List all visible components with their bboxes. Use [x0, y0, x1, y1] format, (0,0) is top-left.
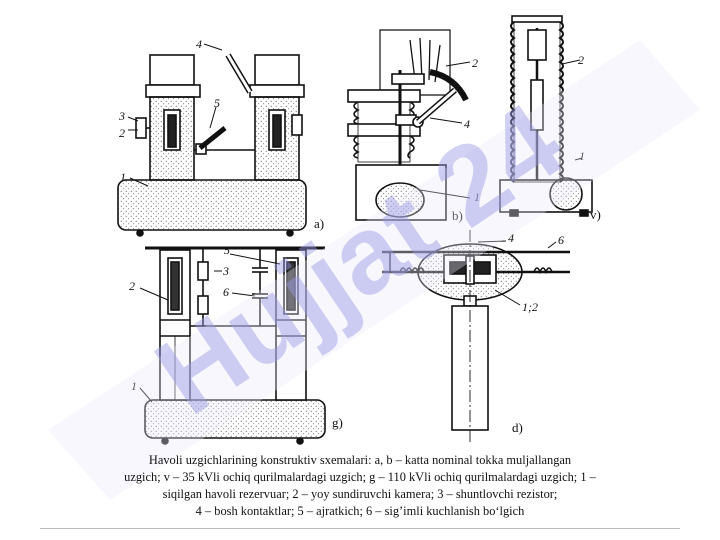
panel-d-drawing	[382, 230, 570, 445]
panel-label-d: d)	[512, 420, 523, 435]
callout-a-5: 5	[214, 96, 220, 110]
callout-g-2: 2	[129, 279, 135, 293]
callout-d-1-2: 1;2	[522, 300, 538, 314]
callout-a-1: 1	[120, 170, 126, 184]
callout-a-3: 3	[118, 109, 125, 123]
panel-d-callouts: 4 6 1;2	[508, 231, 564, 314]
panel-label-g: g)	[332, 415, 343, 430]
caption-line-4: 4 – bosh kontaktlar; 5 – ajratkich; 6 – …	[195, 504, 525, 518]
callout-g-5: 5	[224, 243, 230, 257]
callout-v-1: 1	[579, 149, 585, 163]
caption-line-2: uzgich; v – 35 kVli ochiq qurilmalardagi…	[124, 470, 596, 484]
callout-a-2: 2	[119, 126, 125, 140]
figure-caption: Havoli uzgichlarining konstruktiv sxemal…	[30, 452, 690, 520]
callout-g-6: 6	[223, 285, 229, 299]
panel-b-drawing	[347, 29, 471, 221]
callout-g-1: 1	[131, 379, 137, 393]
panel-a-drawing	[117, 43, 307, 237]
caption-line-3: siqilgan havoli rezervuar; 2 – yoy sundi…	[162, 487, 558, 501]
panel-g-drawing	[139, 246, 326, 445]
callout-b-2: 2	[472, 56, 478, 70]
caption-line-1: Havoli uzgichlarining konstruktiv sxemal…	[148, 453, 572, 467]
panel-label-v: v)	[590, 207, 601, 222]
panel-label-a: a)	[314, 216, 324, 231]
panel-label-b: b)	[452, 208, 463, 223]
callout-b-1: 1	[474, 190, 480, 204]
panel-b-callouts: 2 4 1	[464, 56, 480, 204]
callout-g-3: 3	[222, 264, 229, 278]
bottom-divider	[40, 528, 680, 529]
callout-a-4: 4	[196, 37, 202, 51]
callout-d-6: 6	[558, 233, 564, 247]
panel-g-callouts: 5 3 6 2 1	[129, 243, 230, 393]
callout-v-2: 2	[578, 53, 584, 67]
callout-d-4: 4	[508, 231, 514, 245]
panel-a-callouts: 1 2 3 4 5	[118, 37, 220, 184]
callout-b-4: 4	[464, 117, 470, 131]
panel-v-drawing	[499, 15, 593, 217]
panel-v-callouts: 2 1	[578, 53, 585, 163]
